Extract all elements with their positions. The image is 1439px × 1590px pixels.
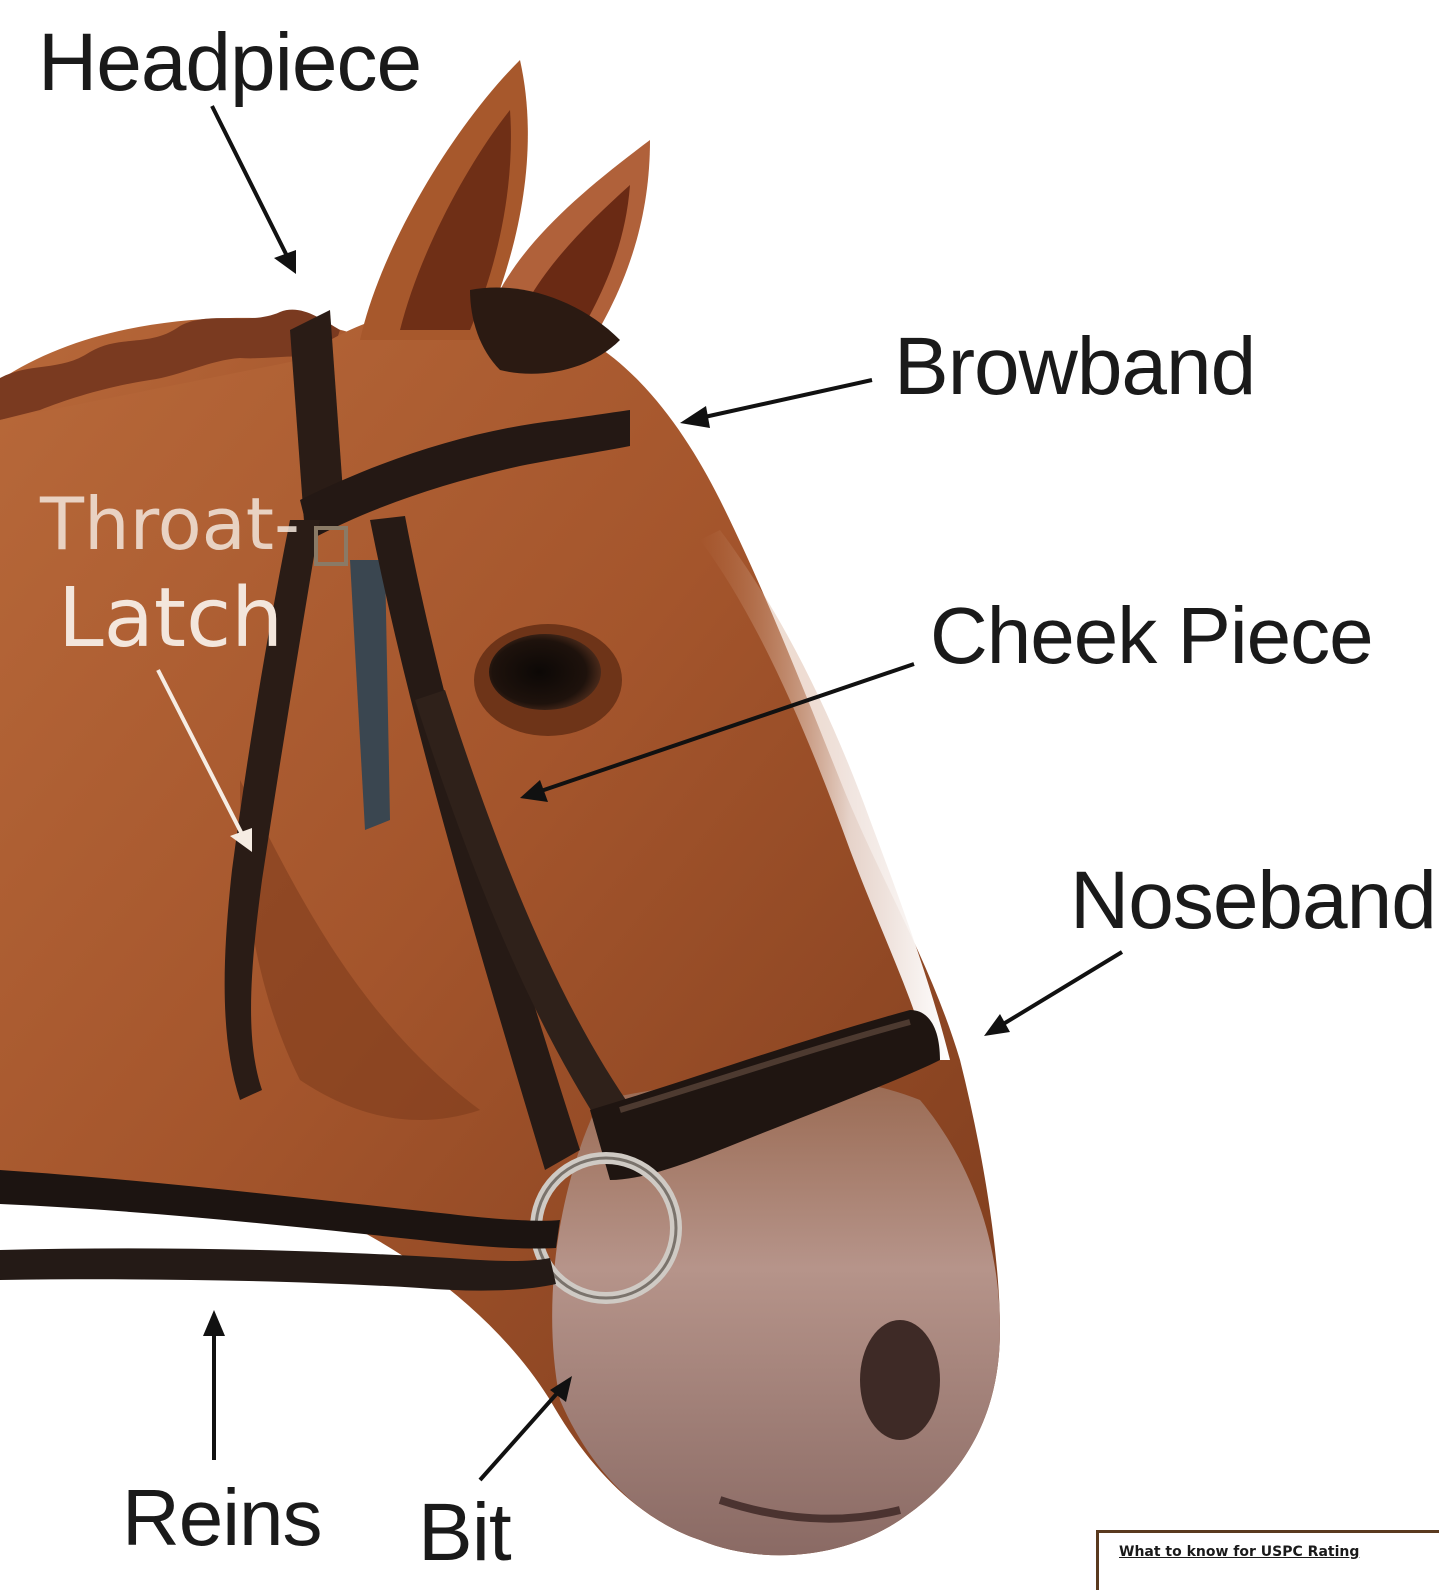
arrow-bit [480, 1376, 572, 1480]
arrow-reins [203, 1310, 225, 1460]
label-latch: Latch [58, 578, 283, 660]
footer-text: What to know for USPC Rating [1119, 1544, 1359, 1560]
horse-eye [489, 634, 601, 710]
label-throat: Throat- [40, 488, 300, 560]
label-noseband: Noseband [1070, 860, 1436, 942]
label-bit: Bit [418, 1492, 511, 1574]
label-browband: Browband [894, 326, 1255, 408]
arrow-browband [680, 380, 872, 428]
label-cheek-piece: Cheek Piece [930, 596, 1373, 676]
label-reins: Reins [122, 1478, 322, 1558]
label-headpiece: Headpiece [38, 22, 421, 104]
footer-box: What to know for USPC Rating [1096, 1530, 1439, 1590]
arrow-noseband [984, 952, 1122, 1036]
arrow-headpiece [212, 106, 296, 274]
horse-nostril [860, 1320, 940, 1440]
